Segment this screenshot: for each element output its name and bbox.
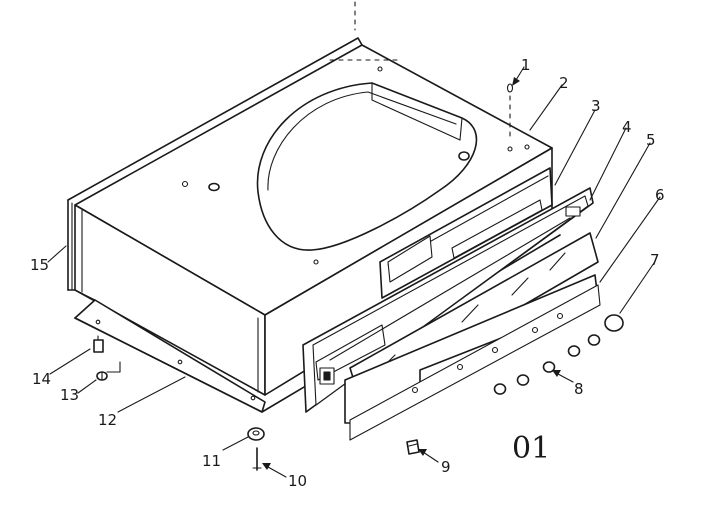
leader-13-bracket [106,361,121,373]
escutcheon-plate [344,274,601,441]
tube-opening [256,82,478,251]
callout-2: 2 [559,74,569,92]
clip-14 [93,335,104,353]
callout-12: 12 [98,411,117,429]
callout-8: 8 [574,380,584,398]
callout-15: 15 [30,256,49,274]
callout-3: 3 [591,97,601,115]
callout-4: 4 [622,118,632,136]
callout-7: 7 [650,251,660,269]
knobs [493,314,624,395]
screw-13 [96,371,108,381]
callout-9: 9 [441,458,451,476]
callout-5: 5 [646,131,656,149]
foot-screw [252,447,262,471]
push-button [406,439,420,455]
callout-1: 1 [521,56,531,74]
figure-code: 01 [512,431,550,466]
callout-11: 11 [202,452,221,470]
callout-leaders [47,66,661,478]
callout-14: 14 [32,370,51,388]
callout-13: 13 [60,386,79,404]
callout-numbers: 1 2 3 4 5 6 7 8 9 10 11 12 13 14 15 [30,56,665,490]
leveling-foot [247,427,265,441]
callout-10: 10 [288,472,307,490]
callout-6: 6 [655,186,665,204]
